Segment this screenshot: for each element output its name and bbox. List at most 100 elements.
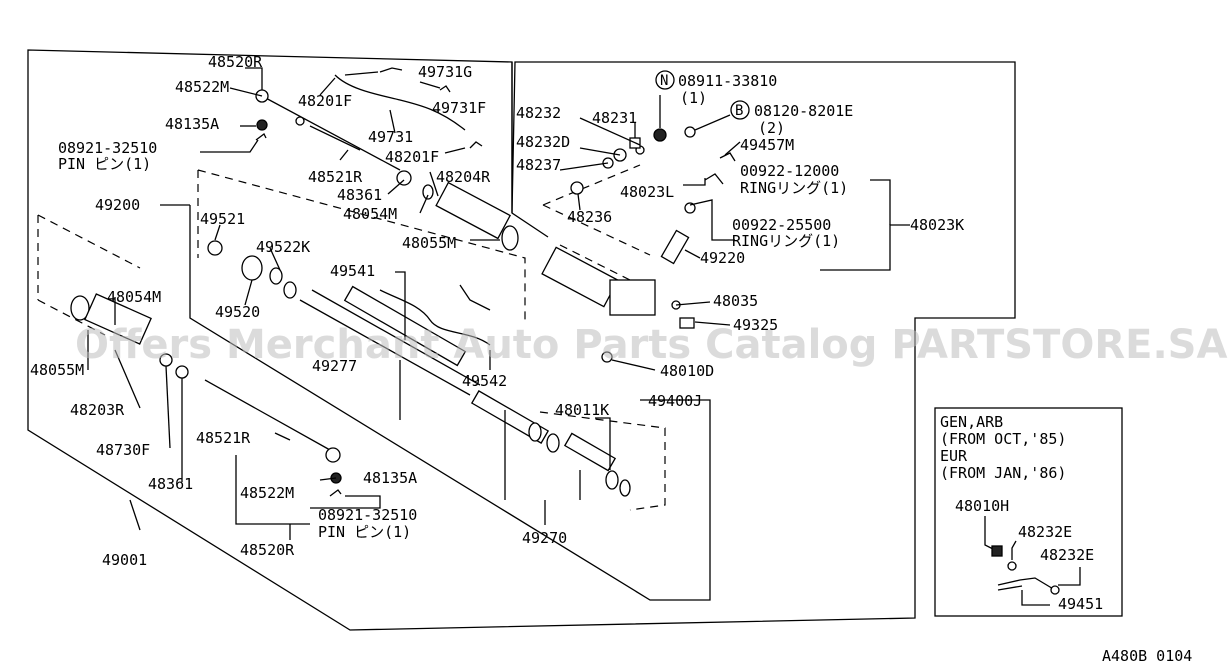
dashed-frame-left bbox=[37, 214, 141, 336]
nut-48135a-upper bbox=[256, 119, 268, 131]
label-49731: 49731 bbox=[368, 128, 413, 146]
seal-49520 bbox=[241, 255, 263, 281]
pin-upper bbox=[255, 133, 267, 141]
seal-48011k-c bbox=[605, 470, 619, 490]
subassembly-frame bbox=[189, 205, 711, 601]
pin-lower bbox=[329, 489, 342, 497]
dashed-frame-center bbox=[197, 169, 526, 320]
label-48520r-top: 48520R bbox=[208, 53, 263, 71]
inset-label-48232e-a: 48232E bbox=[1018, 523, 1072, 541]
inset-line3: EUR bbox=[940, 447, 968, 465]
leader-lines bbox=[87, 67, 910, 580]
label-49522k: 49522K bbox=[256, 238, 310, 256]
seal-48011k-d bbox=[619, 479, 631, 497]
label-ring1-name: RINGリング(1) bbox=[740, 179, 848, 197]
label-49541: 49541 bbox=[330, 262, 375, 280]
label-48054m-top: 48054M bbox=[343, 205, 397, 223]
label-48204r: 48204R bbox=[436, 168, 491, 186]
label-49220: 49220 bbox=[700, 249, 745, 267]
inset-line1: GEN,ARB bbox=[940, 413, 1003, 431]
label-ring2-name: RINGリング(1) bbox=[732, 232, 840, 250]
label-48361-bot: 48361 bbox=[148, 475, 193, 493]
watermark: Offers Merchant Auto Parts Catalog PARTS… bbox=[75, 322, 1227, 368]
label-48203r: 48203R bbox=[70, 401, 125, 419]
label-49001: 49001 bbox=[102, 551, 147, 569]
rod-thread-upper bbox=[309, 125, 361, 151]
label-49457m: 49457M bbox=[740, 136, 794, 154]
inset-pipe-49451 bbox=[997, 577, 1056, 591]
pinion-49220 bbox=[660, 229, 690, 265]
inset-line4: (FROM JAN,'86) bbox=[940, 464, 1066, 482]
seal-48011k-b bbox=[546, 433, 560, 453]
inset-label-48232e-b: 48232E bbox=[1040, 546, 1094, 564]
label-49400j: 49400J bbox=[648, 392, 702, 410]
label-49520: 49520 bbox=[215, 303, 260, 321]
inset-label-49451: 49451 bbox=[1058, 595, 1103, 613]
inset-label-48010h: 48010H bbox=[955, 497, 1009, 515]
hose-49731 bbox=[334, 74, 466, 131]
inset-leader-lines bbox=[984, 516, 1081, 606]
label-48232d: 48232D bbox=[516, 133, 570, 151]
label-48054m-left: 48054M bbox=[107, 288, 161, 306]
label-08120-qty: (2) bbox=[758, 119, 785, 137]
piston-48011k bbox=[563, 432, 617, 472]
b-badge-circle bbox=[730, 100, 750, 120]
plug-49325 bbox=[679, 317, 695, 329]
n-badge-circle bbox=[655, 70, 675, 90]
part-labels: 48520R 48522M 48135A 08921-32510 PIN ピン(… bbox=[30, 53, 964, 569]
label-08911-qty: (1) bbox=[680, 89, 707, 107]
inset-variant-box: GEN,ARB (FROM OCT,'85) EUR (FROM JAN,'86… bbox=[934, 407, 1123, 617]
ball-joint-lower bbox=[325, 447, 341, 463]
label-48201f-a: 48201F bbox=[298, 92, 352, 110]
pipe-49541 bbox=[379, 289, 491, 346]
label-48201f-b: 48201F bbox=[385, 148, 439, 166]
label-pin-bot: PIN ピン(1) bbox=[318, 523, 411, 541]
label-48055m-top: 48055M bbox=[402, 234, 456, 252]
valve-body-49220 bbox=[609, 279, 656, 316]
label-48520r-bot: 48520R bbox=[240, 541, 295, 559]
boot-48204r bbox=[435, 181, 512, 240]
label-48055m-left: 48055M bbox=[30, 361, 84, 379]
clip-49731g bbox=[379, 67, 403, 73]
label-08120: 08120-8201E bbox=[754, 102, 853, 120]
label-48023k: 48023K bbox=[910, 216, 964, 234]
clip-48201f bbox=[469, 141, 483, 149]
washer-48236 bbox=[570, 181, 584, 195]
label-pin-top: PIN ピン(1) bbox=[58, 155, 151, 173]
lock-nut-upper bbox=[295, 116, 305, 126]
label-49325: 49325 bbox=[733, 316, 778, 334]
label-48135a-top: 48135A bbox=[165, 115, 219, 133]
label-49731f: 49731F bbox=[432, 99, 486, 117]
label-48522m-bot: 48522M bbox=[240, 484, 294, 502]
nut-48010d bbox=[601, 351, 613, 363]
inset-line2: (FROM OCT,'85) bbox=[940, 430, 1066, 448]
label-48237: 48237 bbox=[516, 156, 561, 174]
nut-08911 bbox=[653, 128, 667, 142]
label-49542: 49542 bbox=[462, 372, 507, 390]
label-48011k: 48011K bbox=[555, 401, 609, 419]
ring-48023l bbox=[704, 173, 724, 185]
clip-49731f bbox=[439, 85, 451, 93]
label-ring2-part: 00922-25500 bbox=[732, 216, 831, 234]
label-48361-top: 48361 bbox=[337, 186, 382, 204]
bolt-08120 bbox=[684, 126, 696, 138]
boot-48203r bbox=[84, 293, 152, 345]
label-48023l: 48023L bbox=[620, 183, 674, 201]
inset-valve-48010h bbox=[991, 545, 1003, 557]
label-ring1-part: 00922-12000 bbox=[740, 162, 839, 180]
label-n-badge: N bbox=[660, 73, 668, 89]
inset-frame bbox=[934, 407, 1123, 617]
label-48035: 48035 bbox=[713, 292, 758, 310]
dashed-frame-rack bbox=[539, 411, 666, 511]
inset-seal-48232e-a bbox=[1007, 561, 1017, 571]
washer-48361-upper bbox=[396, 170, 412, 186]
bushing-49521 bbox=[207, 240, 223, 256]
label-49200: 49200 bbox=[95, 196, 140, 214]
label-48236: 48236 bbox=[567, 208, 612, 226]
label-08921-bot: 08921-32510 bbox=[318, 506, 417, 524]
label-49731g: 49731G bbox=[418, 63, 472, 81]
gear-housing bbox=[299, 289, 481, 396]
tie-rod-upper bbox=[261, 95, 401, 171]
dashed-frame-valve bbox=[542, 164, 651, 291]
